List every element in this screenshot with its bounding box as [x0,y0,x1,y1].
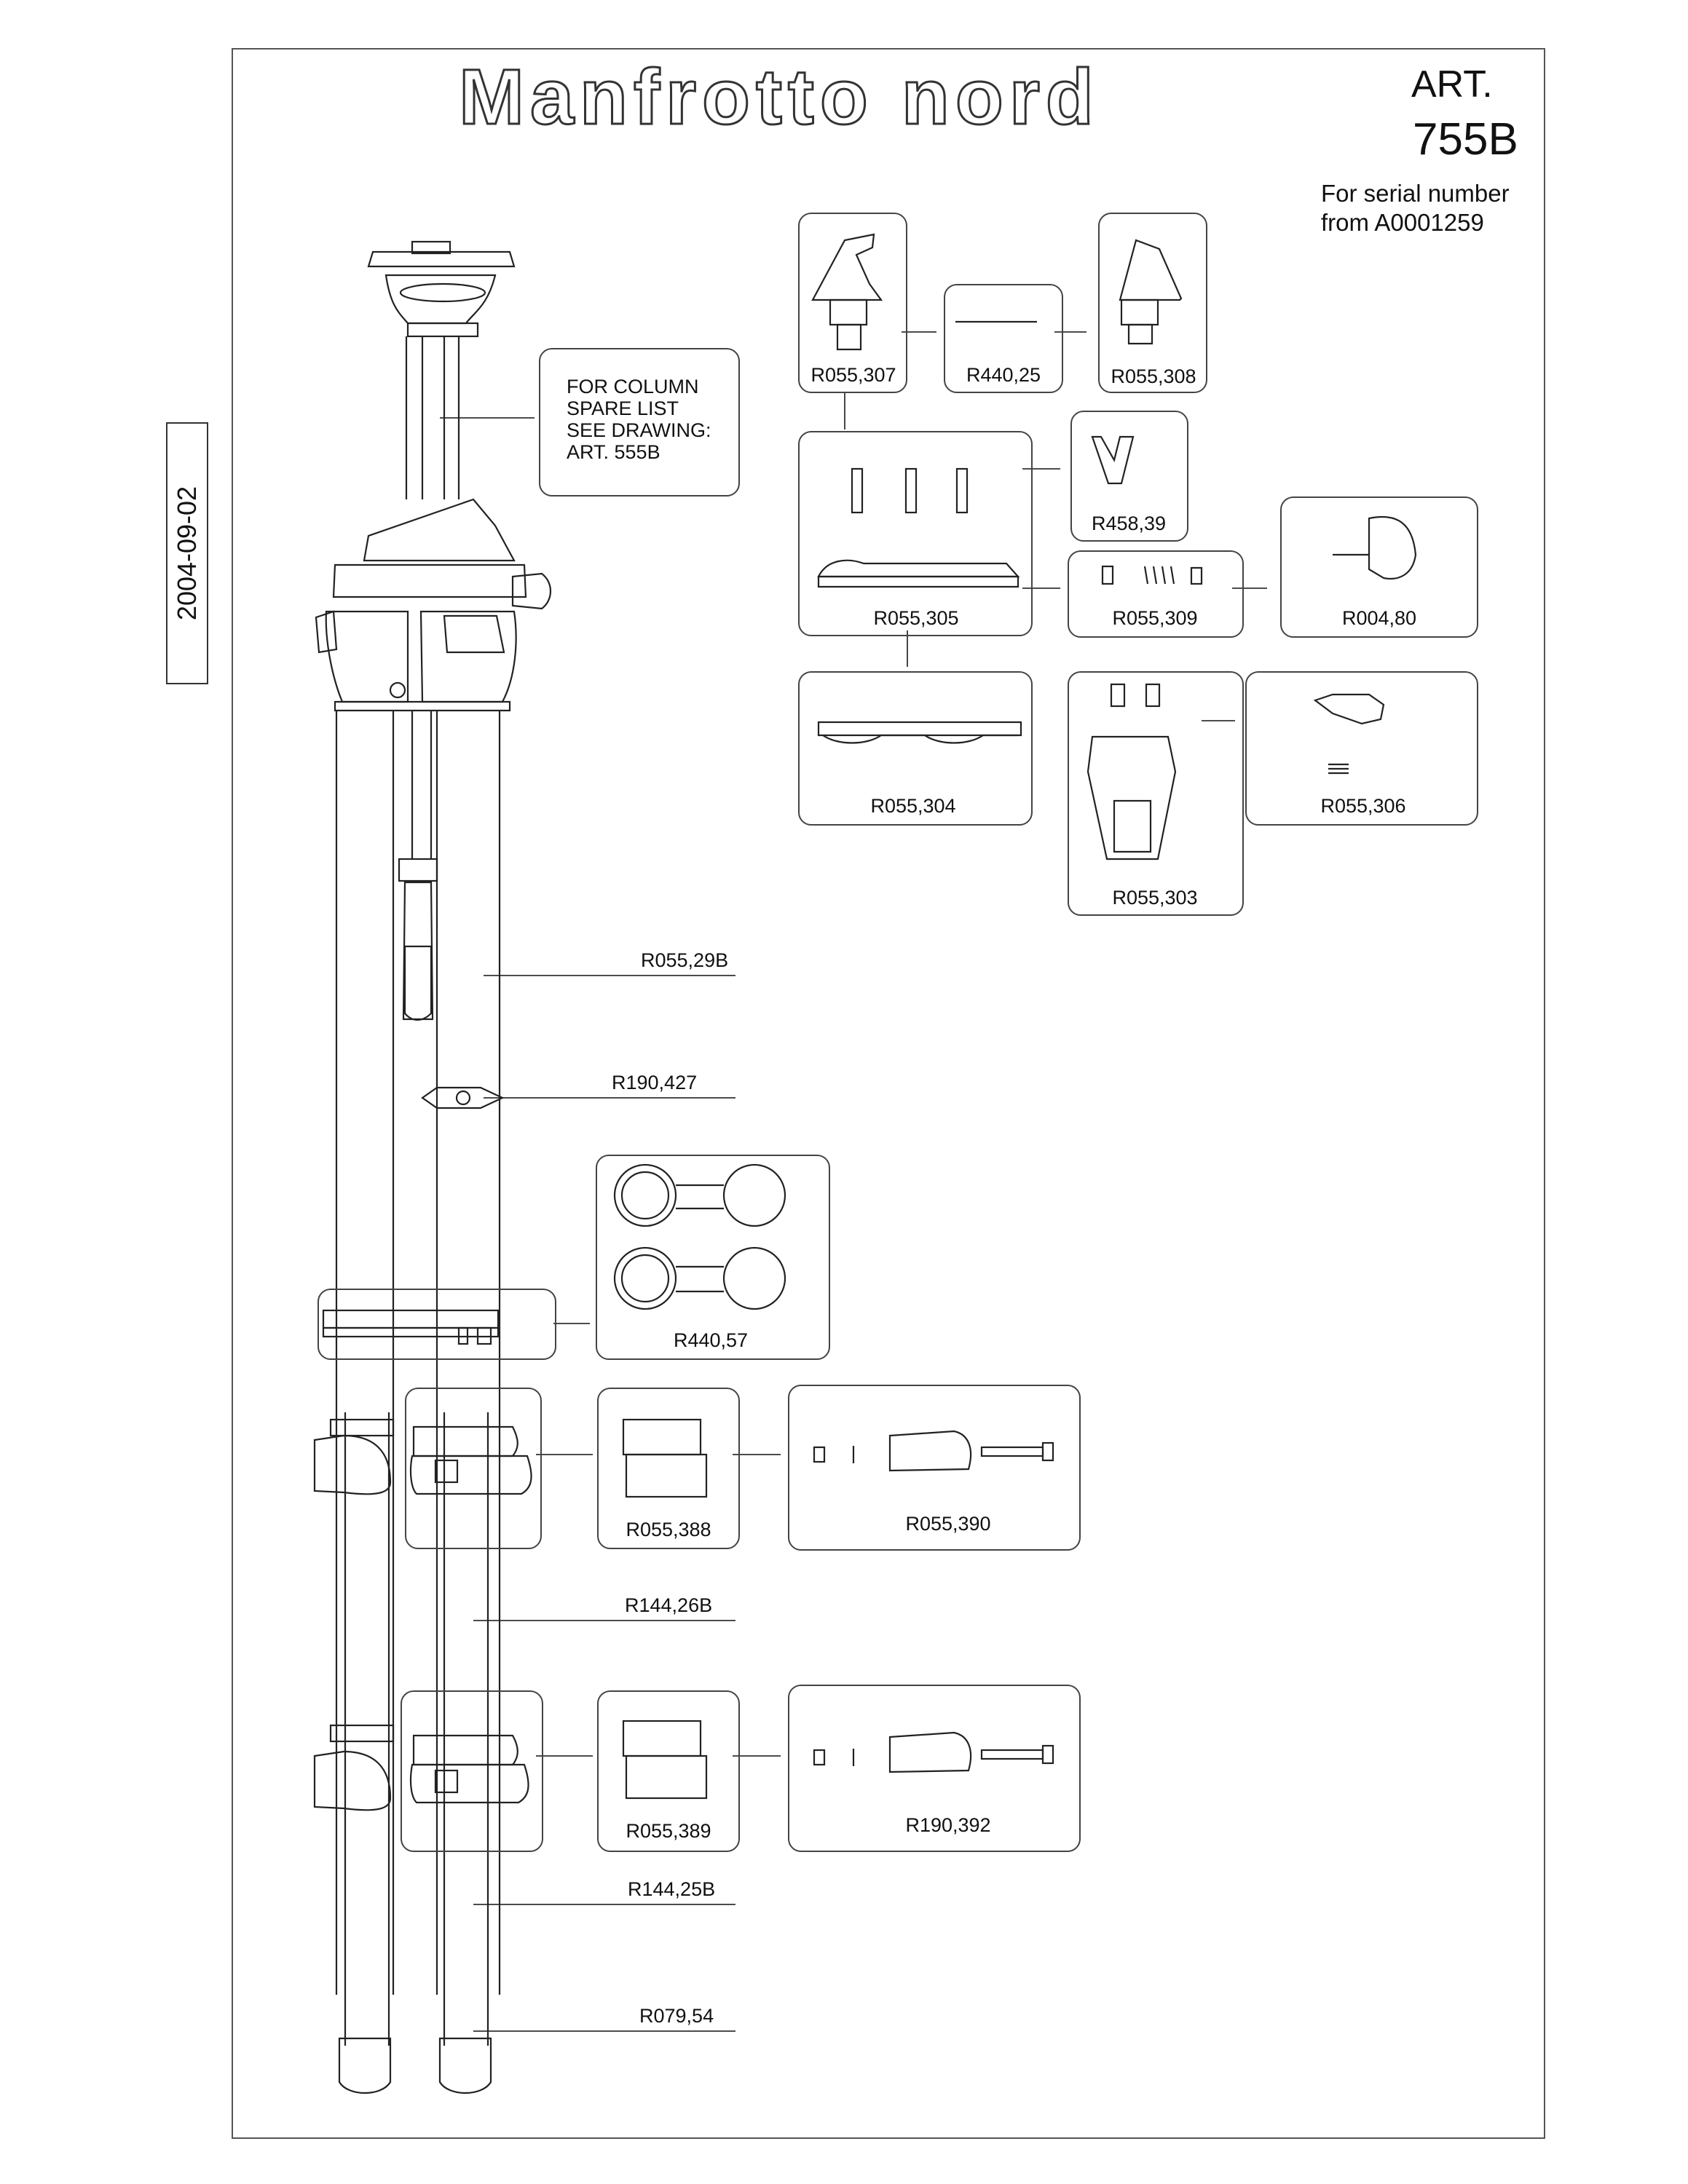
tripod-head [367,240,516,499]
label-r055-309: R055,309 [1112,607,1198,629]
note-line-2: SPARE LIST [567,397,679,419]
label-r458-39: R458,39 [1091,513,1167,534]
brand-title: Manfrotto nord [458,52,1100,141]
part-r055-389-drawing [622,1720,708,1800]
box-r055-305 [798,431,1033,636]
label-r440-57: R440,57 [673,1329,749,1351]
box-r055-389 [597,1690,740,1852]
spreader-bar [322,1309,500,1345]
callout-r190-427: R190,427 [612,1072,698,1093]
label-r055-305: R055,305 [873,607,959,629]
part-r055-390-drawing [813,1430,1054,1472]
callout-r055-29b: R055,29B [641,949,729,971]
tripod-legs [335,711,501,2046]
leg-casting [315,498,552,712]
box-r190-392 [788,1685,1081,1852]
part-r055-309-drawing [1101,565,1203,585]
part-r055-307-drawing [811,233,883,351]
box-r055-304 [798,671,1033,826]
label-r055-306: R055,306 [1320,795,1406,817]
label-r055-303: R055,303 [1112,887,1198,909]
callout-r079-54: R079,54 [639,2005,714,2027]
box-note [539,348,740,496]
box-r055-309 [1068,550,1244,638]
part-r055-304-drawing [817,721,1022,744]
box-r440-25 [944,284,1063,393]
part-r055-303-drawing [1086,683,1177,860]
callout-r144-26b: R144,26B [625,1594,713,1616]
box-r055-303 [1068,671,1244,916]
note-line-3: SEE DRAWING: [567,419,711,441]
box-spreader [318,1289,556,1360]
label-r055-389: R055,389 [626,1820,711,1842]
box-r055-388 [597,1388,740,1549]
label-r055-390: R055,390 [905,1513,991,1535]
column-note: FOR COLUMN SPARE LIST SEE DRAWING: ART. … [567,376,711,463]
box-r458-39 [1070,411,1188,542]
part-r190-392-drawing [813,1731,1054,1773]
tripod-feet [338,2037,492,2094]
box-r004-80 [1280,496,1478,638]
upper-leg-locks [313,1418,532,1495]
callout-r144-25b: R144,25B [628,1878,716,1900]
box-lower-lock [401,1690,543,1852]
part-r458-39-drawing [1091,435,1135,485]
label-r004-80: R004,80 [1341,607,1417,629]
label-r055-388: R055,388 [626,1519,711,1540]
drawing-frame [232,48,1545,2139]
date-box [166,422,208,684]
art-number: 755B [1413,114,1518,165]
note-line-4: ART. 555B [567,441,660,463]
box-r055-390 [788,1385,1081,1551]
part-r004-80-drawing [1333,515,1417,579]
art-label: ART. [1411,63,1493,106]
box-r055-308 [1098,213,1207,393]
label-r055-307: R055,307 [811,364,896,386]
part-r055-306-drawing [1313,693,1385,775]
serial-line-2: from A0001259 [1321,209,1484,236]
box-r055-307 [798,213,907,393]
serial-line-1: For serial number [1321,180,1510,207]
part-r440-57-drawing [613,1163,786,1310]
box-r055-306 [1245,671,1478,826]
leader-lines [440,331,1267,2032]
label-r055-308: R055,308 [1111,365,1196,387]
collar-r190-427 [421,1086,505,1109]
part-r055-388-drawing [622,1418,708,1498]
label-r055-304: R055,304 [870,795,956,817]
part-r055-308-drawing [1119,239,1183,345]
label-r190-392: R190,392 [905,1814,991,1836]
note-line-1: FOR COLUMN [567,376,699,397]
part-r055-305-drawing [817,467,1020,588]
serial-note: For serial number from A0001259 [1321,179,1510,237]
lower-leg-locks [313,1724,529,1811]
box-r440-57 [596,1155,830,1360]
label-r440-25: R440,25 [966,364,1041,386]
box-upper-lock [405,1388,542,1549]
